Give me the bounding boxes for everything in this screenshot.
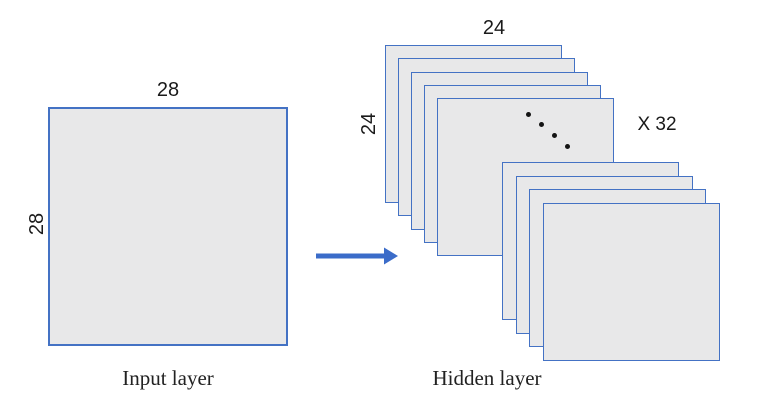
ellipsis-dot [538,122,544,128]
feature-map-square [542,202,720,361]
hidden-height-label: 24 [357,112,380,136]
input-feature-map [48,107,288,346]
input-layer-caption: Input layer [122,366,214,390]
hidden-multiplier-label: X 32 [637,114,677,135]
input-width-label: 28 [156,79,180,101]
ellipsis-dot [525,111,531,117]
hidden-layer-caption: Hidden layer [432,366,542,390]
feature-map-square [411,71,588,230]
feature-map-square [424,84,601,243]
feature-map-square [385,45,562,203]
feature-map-square [502,162,679,320]
feature-map-square [529,189,706,347]
feature-map-square [515,175,693,334]
ellipsis-dot [552,132,558,138]
hidden-width-label: 24 [482,17,506,39]
feature-map-square [437,98,614,256]
input-height-label: 28 [25,212,48,236]
flow-arrow-icon [316,247,398,265]
feature-map-square [398,58,575,217]
ellipsis-dot [565,143,571,149]
